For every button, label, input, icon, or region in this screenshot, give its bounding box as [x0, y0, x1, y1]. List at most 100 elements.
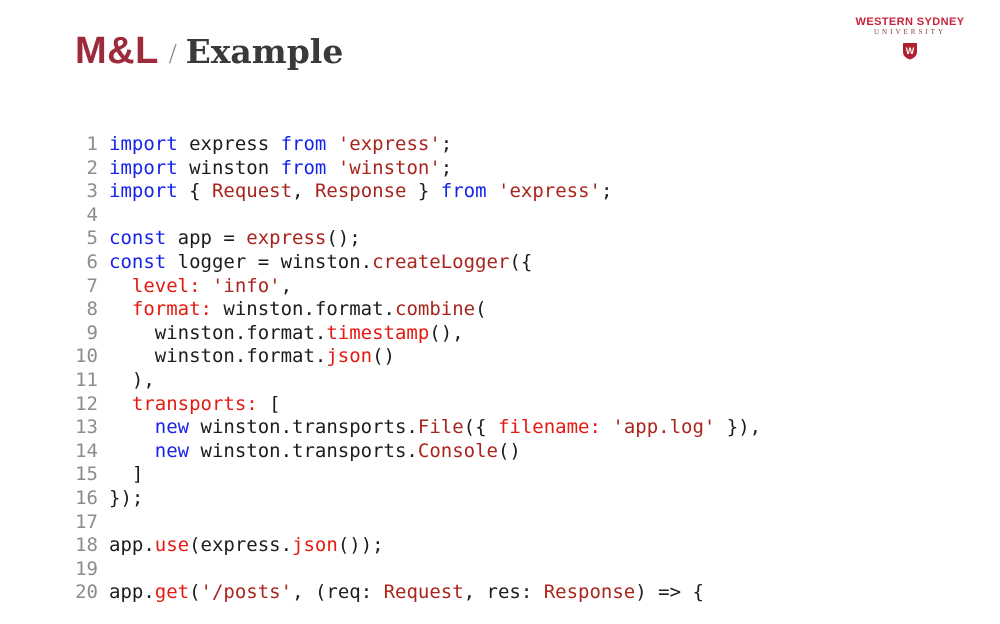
code-token: ({ — [509, 250, 533, 273]
code-line-number: 2 — [86, 156, 98, 179]
code-line-number: 11 — [75, 368, 98, 391]
code-line-number: 5 — [86, 227, 98, 250]
code-token — [109, 298, 132, 320]
code-line-number: 16 — [75, 486, 98, 509]
code-token: use — [154, 534, 190, 557]
code-token: winston.format. — [109, 321, 327, 344]
title-separator: / — [168, 39, 177, 70]
code-token: () — [372, 345, 395, 368]
slide-title: Example — [185, 32, 344, 71]
code-token: app = — [166, 227, 247, 250]
code-token: (express. — [189, 534, 293, 557]
code-line: 13 new winston.transports.File({ filenam… — [75, 416, 761, 440]
code-line-number: 10 — [75, 345, 98, 368]
code-line: 17 — [75, 511, 761, 535]
code-token: 'app.log' — [612, 416, 716, 439]
code-token: filename: — [497, 416, 601, 439]
code-token: ( — [475, 298, 487, 321]
code-token — [487, 180, 498, 202]
code-token: (), — [429, 321, 464, 344]
code-token: '/posts' — [200, 581, 293, 604]
code-token: ) => { — [635, 581, 704, 604]
code-line-number: 13 — [75, 416, 98, 439]
code-token: Console — [417, 439, 498, 462]
code-token: , (req: — [292, 581, 384, 604]
code-token: 'info' — [211, 274, 281, 297]
university-subtext: UNIVERSITY — [874, 28, 946, 37]
code-token: , res: — [463, 581, 544, 604]
code-token: ; — [440, 133, 453, 155]
code-line: 7 level: 'info', — [75, 275, 761, 299]
code-token: combine — [395, 298, 476, 321]
code-token: { — [177, 180, 212, 203]
code-token: ({ — [463, 416, 498, 439]
code-token: (); — [326, 227, 361, 250]
code-line-number: 9 — [86, 321, 98, 344]
code-line-number: 3 — [86, 180, 98, 203]
code-token: Request — [211, 180, 293, 203]
code-token: logger = winston. — [166, 250, 373, 273]
course-brand: M&L — [75, 30, 159, 72]
code-line-number: 4 — [86, 203, 98, 226]
code-token — [326, 133, 337, 155]
code-token: import — [109, 156, 178, 179]
code-line: 4 — [75, 204, 761, 228]
code-token: ] — [109, 463, 144, 486]
code-token: from — [280, 156, 327, 179]
code-token: new — [154, 416, 190, 439]
code-token: ()); — [337, 534, 384, 557]
code-token: () — [497, 439, 521, 462]
code-line: 11 ), — [75, 369, 761, 393]
code-token: , — [292, 180, 315, 203]
code-line-number: 14 — [75, 439, 98, 462]
code-line: 9 winston.format.timestamp(), — [75, 322, 761, 346]
university-shield-icon: W — [840, 42, 980, 65]
code-line: 10 winston.format.json() — [75, 345, 761, 369]
university-logo: WESTERN SYDNEY UNIVERSITY W — [840, 16, 980, 64]
code-token — [109, 416, 155, 438]
code-line: 15 ] — [75, 463, 761, 487]
university-name: WESTERN SYDNEY — [855, 16, 965, 28]
code-line: 8 format: winston.format.combine( — [75, 298, 761, 322]
code-line-number: 20 — [75, 581, 98, 604]
code-token: File — [417, 416, 464, 439]
code-token: , — [280, 274, 293, 297]
code-line-number: 18 — [75, 534, 98, 557]
code-token: get — [154, 581, 190, 604]
code-line-number: 17 — [75, 510, 98, 533]
code-token: format: — [131, 298, 212, 321]
code-token — [201, 275, 212, 297]
code-token: winston.format. — [109, 345, 327, 368]
code-token: Response — [314, 180, 407, 203]
code-token: app. — [109, 581, 155, 604]
code-token: } — [406, 180, 441, 203]
code-token: ; — [440, 156, 453, 179]
code-token: express — [246, 227, 327, 250]
shield-letter: W — [906, 46, 915, 56]
code-line-number: 6 — [86, 250, 98, 273]
code-token: }), — [715, 416, 762, 439]
code-token: ; — [600, 180, 613, 203]
code-token — [109, 440, 155, 462]
code-token: const — [109, 250, 167, 273]
slide-header: M&L / Example — [75, 30, 840, 73]
code-token: level: — [131, 274, 201, 297]
code-token: 'express' — [337, 133, 441, 155]
code-token: json — [326, 345, 373, 368]
code-line-number: 7 — [86, 274, 98, 297]
code-token — [601, 416, 612, 438]
code-line: 19 — [75, 558, 761, 582]
code-line: 12 transports: [ — [75, 393, 761, 417]
code-token: json — [292, 534, 338, 557]
code-token: from — [440, 180, 487, 203]
code-token: }); — [109, 486, 144, 509]
code-token: winston — [177, 156, 281, 179]
code-line-number: 15 — [75, 463, 98, 486]
code-token: app. — [109, 534, 155, 557]
code-line: 16}); — [75, 487, 761, 511]
